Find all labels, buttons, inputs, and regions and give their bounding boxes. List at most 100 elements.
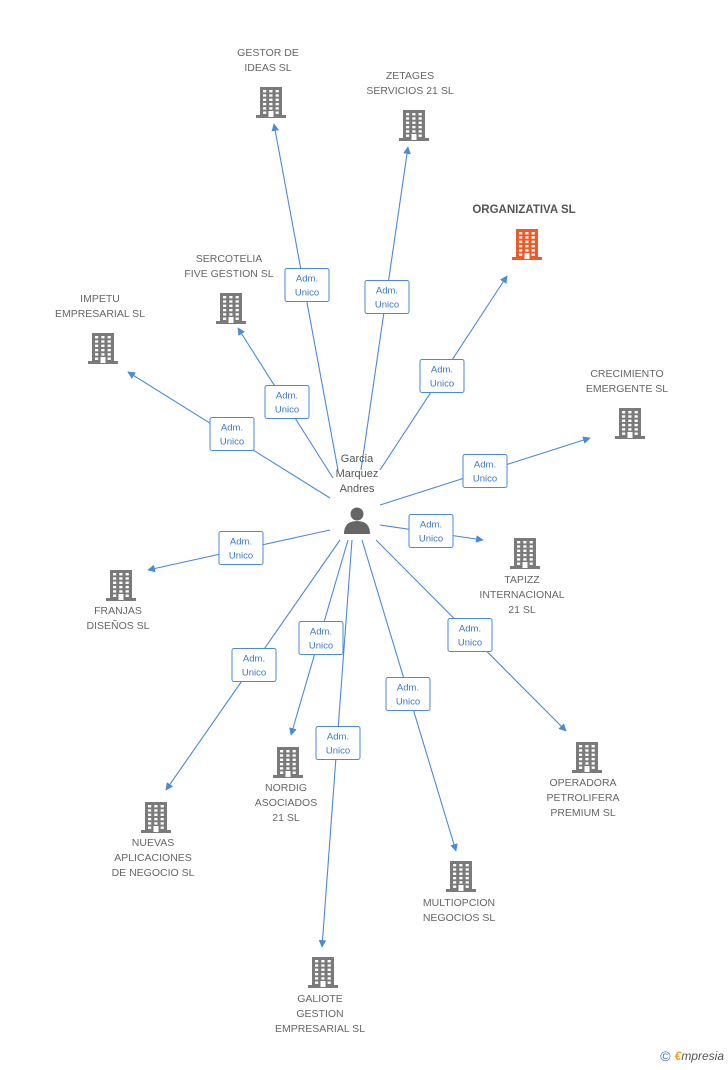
company-label-crecimiento-emergente-sl[interactable]: EMERGENTE SL <box>586 383 668 395</box>
company-label-impetu-empresarial-sl[interactable]: IMPETU <box>80 293 120 305</box>
copyright-icon: © <box>660 1048 671 1064</box>
company-label-multiopcion-negocios-sl[interactable]: NEGOCIOS SL <box>423 912 496 924</box>
person-icon[interactable] <box>344 507 370 535</box>
role-badge-sercotelia-five-gestion-sl[interactable]: Adm.Unico <box>264 385 310 419</box>
building-icon-gestor-de-ideas-sl[interactable] <box>256 87 286 118</box>
company-label-sercotelia-five-gestion-sl[interactable]: FIVE GESTION SL <box>184 268 273 280</box>
building-icon-nordig-asociados-21-sl[interactable] <box>273 747 303 778</box>
building-icon-crecimiento-emergente-sl[interactable] <box>615 408 645 439</box>
building-icon-sercotelia-five-gestion-sl[interactable] <box>216 293 246 324</box>
company-label-franjas-disenos-sl[interactable]: DISEÑOS SL <box>86 619 149 632</box>
building-icon-organizativa-sl[interactable] <box>512 229 542 260</box>
role-label: Adm. <box>296 274 318 285</box>
company-label-galiote-gestion-empresarial-sl[interactable]: EMPRESARIAL SL <box>275 1023 365 1035</box>
role-badge-zetages-servicios-21-sl[interactable]: Adm.Unico <box>364 280 410 314</box>
company-label-sercotelia-five-gestion-sl[interactable]: SERCOTELIA <box>196 253 263 265</box>
role-badge-nordig-asociados-21-sl[interactable]: Adm. Unico <box>298 621 344 655</box>
role-label: Adm. <box>327 732 349 743</box>
role-label: Unico <box>375 300 399 311</box>
role-label: Unico <box>220 437 244 448</box>
role-label: Adm. <box>459 624 481 635</box>
role-box[interactable] <box>462 454 508 488</box>
company-label-tapizz-internacional-21-sl[interactable]: TAPIZZ <box>504 574 540 586</box>
company-label-tapizz-internacional-21-sl[interactable]: 21 SL <box>508 604 536 616</box>
role-badge-nuevas-aplicaciones-de-negocio-sl[interactable]: Adm. Unico <box>231 648 277 682</box>
role-badge-gestor-de-ideas-sl[interactable]: Adm. Unico <box>284 268 330 302</box>
person-name[interactable]: Garcia <box>341 453 374 465</box>
role-label: Adm. <box>431 365 453 376</box>
company-label-operadora-petrolifera-premium-sl[interactable]: PETROLIFERA <box>547 792 620 804</box>
company-label-nordig-asociados-21-sl[interactable]: 21 SL <box>272 812 300 824</box>
role-label: Unico <box>229 551 253 562</box>
role-box[interactable] <box>364 280 410 314</box>
role-badge-franjas-disenos-sl[interactable]: Adm.Unico <box>218 531 264 565</box>
brand-logo[interactable]: €mpresia <box>674 1049 724 1063</box>
building-icon-zetages-servicios-21-sl[interactable] <box>399 110 429 141</box>
building-icon-nuevas-aplicaciones-de-negocio-sl[interactable] <box>141 802 171 833</box>
role-label: Adm. <box>397 683 419 694</box>
role-label: Unico <box>242 668 266 679</box>
role-badge-tapizz-internacional-21-sl[interactable]: Adm.Unico <box>408 514 454 548</box>
role-box[interactable] <box>209 417 255 451</box>
role-label: Unico <box>326 746 350 757</box>
role-label: Adm. <box>310 627 332 638</box>
role-box[interactable] <box>231 648 277 682</box>
role-badge-operadora-petrolifera-premium-sl[interactable]: Adm. Unico <box>447 618 493 652</box>
company-label-multiopcion-negocios-sl[interactable]: MULTIOPCION <box>423 897 495 909</box>
building-icon-tapizz-internacional-21-sl[interactable] <box>510 538 540 569</box>
role-box[interactable] <box>447 618 493 652</box>
role-label: Unico <box>473 474 497 485</box>
role-label: Adm. <box>276 391 298 402</box>
building-icon-galiote-gestion-empresarial-sl[interactable] <box>308 957 338 988</box>
building-icon-impetu-empresarial-sl[interactable] <box>88 333 118 364</box>
role-label: Adm. <box>243 654 265 665</box>
company-label-gestor-de-ideas-sl[interactable]: GESTOR DE <box>237 47 299 59</box>
company-label-operadora-petrolifera-premium-sl[interactable]: OPERADORA <box>549 777 616 789</box>
role-box[interactable] <box>218 531 264 565</box>
role-badge-multiopcion-negocios-sl[interactable]: Adm. Unico <box>385 677 431 711</box>
company-label-operadora-petrolifera-premium-sl[interactable]: PREMIUM SL <box>550 807 616 819</box>
role-badge-crecimiento-emergente-sl[interactable]: Adm.Unico <box>462 454 508 488</box>
company-label-galiote-gestion-empresarial-sl[interactable]: GESTION <box>296 1008 343 1020</box>
role-box[interactable] <box>298 621 344 655</box>
company-label-nordig-asociados-21-sl[interactable]: ASOCIADOS <box>255 797 317 809</box>
building-icon-franjas-disenos-sl[interactable] <box>106 570 136 601</box>
building-icon-multiopcion-negocios-sl[interactable] <box>446 861 476 892</box>
company-label-galiote-gestion-empresarial-sl[interactable]: GALIOTE <box>297 993 343 1005</box>
role-box[interactable] <box>385 677 431 711</box>
role-box[interactable] <box>408 514 454 548</box>
role-box[interactable] <box>315 726 361 760</box>
footer-brand: © €mpresia <box>660 1048 724 1064</box>
company-label-zetages-servicios-21-sl[interactable]: SERVICIOS 21 SL <box>366 85 454 97</box>
role-label: Unico <box>458 638 482 649</box>
role-badge-organizativa-sl[interactable]: Adm. Unico <box>419 359 465 393</box>
role-label: Unico <box>396 697 420 708</box>
company-label-tapizz-internacional-21-sl[interactable]: INTERNACIONAL <box>479 589 564 601</box>
company-label-nuevas-aplicaciones-de-negocio-sl[interactable]: APLICACIONES <box>114 852 192 864</box>
company-label-nordig-asociados-21-sl[interactable]: NORDIG <box>265 782 307 794</box>
company-label-nuevas-aplicaciones-de-negocio-sl[interactable]: DE NEGOCIO SL <box>112 867 195 879</box>
person-name[interactable]: Andres <box>340 483 375 495</box>
company-label-nuevas-aplicaciones-de-negocio-sl[interactable]: NUEVAS <box>132 837 174 849</box>
company-label-crecimiento-emergente-sl[interactable]: CRECIMIENTO <box>590 368 663 380</box>
company-label-impetu-empresarial-sl[interactable]: EMPRESARIAL SL <box>55 308 145 320</box>
role-label: Unico <box>419 534 443 545</box>
person-name[interactable]: Marquez <box>336 468 379 480</box>
building-icon-operadora-petrolifera-premium-sl[interactable] <box>572 742 602 773</box>
role-label: Unico <box>309 641 333 652</box>
role-box[interactable] <box>284 268 330 302</box>
role-label: Unico <box>295 288 319 299</box>
company-label-gestor-de-ideas-sl[interactable]: IDEAS SL <box>244 62 291 74</box>
company-label-zetages-servicios-21-sl[interactable]: ZETAGES <box>386 70 434 82</box>
role-label: Adm. <box>221 423 243 434</box>
company-label-franjas-disenos-sl[interactable]: FRANJAS <box>94 605 142 617</box>
role-badge-galiote-gestion-empresarial-sl[interactable]: Adm. Unico <box>315 726 361 760</box>
role-badge-impetu-empresarial-sl[interactable]: Adm. Unico <box>209 417 255 451</box>
role-box[interactable] <box>419 359 465 393</box>
role-label: Unico <box>430 379 454 390</box>
role-box[interactable] <box>264 385 310 419</box>
company-label-organizativa-sl[interactable]: ORGANIZATIVA SL <box>472 204 575 216</box>
